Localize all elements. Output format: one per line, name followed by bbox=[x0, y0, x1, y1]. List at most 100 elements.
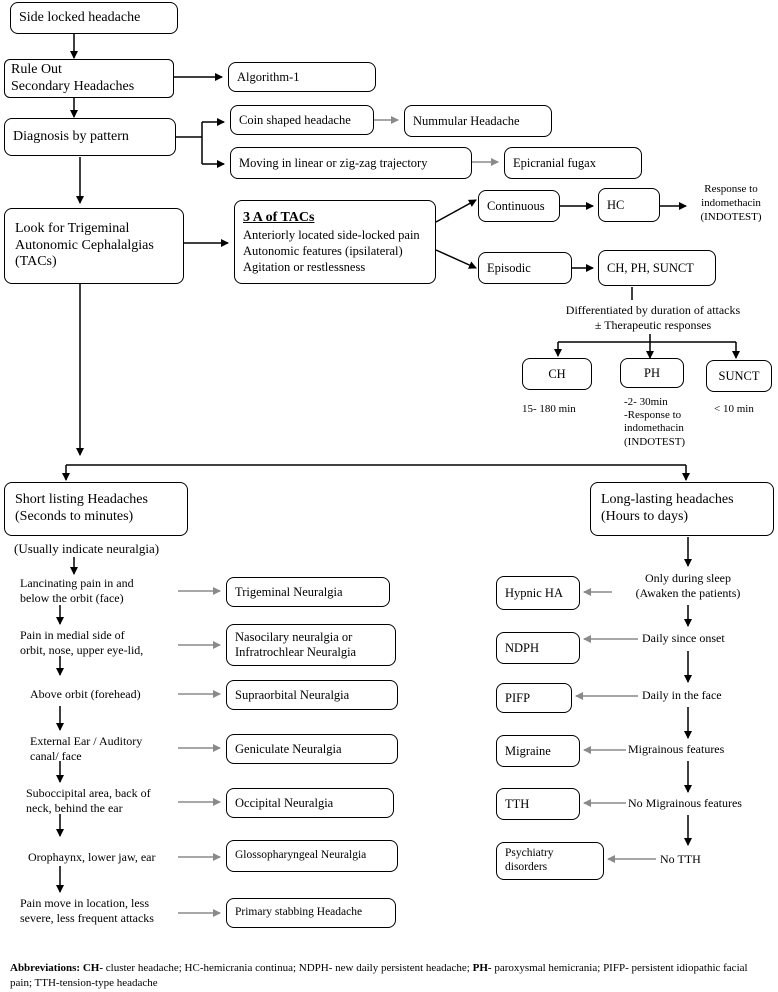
short-step-5-line-2: neck, behind the ear bbox=[26, 801, 123, 815]
episodic-label: Episodic bbox=[487, 260, 531, 275]
three-a-item-3: Agitation or restlessness bbox=[243, 260, 366, 275]
algorithm-1-label: Algorithm-1 bbox=[237, 69, 300, 84]
rule-out-line-1: Rule Out bbox=[11, 61, 62, 77]
glossopharyngeal-neuralgia-label: Glossopharyngeal Neuralgia bbox=[235, 849, 367, 862]
ch-box: CH bbox=[522, 358, 592, 390]
look-for-tacs-line-1: Look for Trigeminal bbox=[15, 220, 130, 236]
three-a-item-1: Anteriorly located side-locked pain bbox=[243, 227, 420, 242]
pifp-box: PIFP bbox=[496, 683, 572, 713]
sunct-label: SUNCT bbox=[718, 368, 760, 383]
occipital-neuralgia-box: Occipital Neuralgia bbox=[226, 788, 394, 818]
look-for-tacs-line-3: (TACs) bbox=[15, 254, 57, 270]
differentiated-text: Differentiated by duration of attacks ± … bbox=[548, 303, 758, 333]
look-for-tacs-box: Look for Trigeminal Autonomic Cephalalgi… bbox=[4, 208, 184, 284]
hc-response-line-2: indomethacin bbox=[701, 196, 761, 209]
pifp-label: PIFP bbox=[505, 690, 531, 705]
ph-box: PH bbox=[620, 358, 684, 388]
nasocilary-neuralgia-box: Nasocilary neuralgia or Infratrochlear N… bbox=[226, 624, 396, 666]
short-step-4-line-1: External Ear / Auditory bbox=[30, 734, 143, 748]
epicranial-fugax-label: Epicranial fugax bbox=[513, 155, 596, 170]
migraine-box: Migraine bbox=[496, 735, 580, 767]
short-step-6-line-1: Orophaynx, lower jaw, ear bbox=[28, 850, 156, 864]
short-listing-line-1: Short listing Headaches bbox=[15, 492, 148, 508]
sunct-duration: < 10 min bbox=[714, 403, 754, 415]
short-listing-box: Short listing Headaches (Seconds to minu… bbox=[4, 482, 188, 536]
three-a-of-tacs-box: 3 A of TACs Anteriorly located side-lock… bbox=[234, 200, 436, 284]
short-step-2-line-2: orbit, nose, upper eye-lid, bbox=[20, 643, 144, 657]
trigeminal-neuralgia-label: Trigeminal Neuralgia bbox=[235, 584, 343, 599]
short-step-1: Lancinating pain in and below the orbit … bbox=[20, 576, 134, 606]
glossopharyngeal-neuralgia-box: Glossopharyngeal Neuralgia bbox=[226, 840, 398, 872]
hc-label: HC bbox=[607, 197, 625, 212]
episodic-box: Episodic bbox=[478, 252, 572, 284]
differentiated-line-1: Differentiated by duration of attacks bbox=[565, 303, 741, 317]
algorithm-1-box: Algorithm-1 bbox=[228, 62, 376, 92]
neuralgia-note: (Usually indicate neuralgia) bbox=[14, 541, 160, 556]
short-step-4-line-2: canal/ face bbox=[30, 749, 82, 763]
hc-box: HC bbox=[598, 188, 660, 222]
hc-response-line-3: (INDOTEST) bbox=[700, 210, 762, 223]
nasocilary-line-2: Infratrochlear Neuralgia bbox=[235, 645, 357, 659]
psychiatry-line-2: disorders bbox=[505, 861, 548, 873]
psychiatry-disorders-box: Psychiatry disorders bbox=[496, 842, 604, 880]
three-a-title: 3 A of TACs bbox=[243, 209, 315, 225]
abbr-part-3-text: PIFP- persistent idiopathic facial pain;… bbox=[10, 962, 748, 989]
short-step-7-line-2: severe, less frequent attacks bbox=[20, 911, 154, 925]
short-step-2: Pain in medial side of orbit, nose, uppe… bbox=[20, 628, 143, 658]
side-locked-headache-label: Side locked headache bbox=[19, 9, 141, 25]
differentiated-line-2: ± Therapeutic responses bbox=[594, 318, 712, 332]
primary-stabbing-box: Primary stabbing Headache bbox=[226, 898, 396, 928]
side-locked-headache-box: Side locked headache bbox=[10, 2, 178, 34]
tth-box: TTH bbox=[496, 788, 580, 820]
long-lasting-line-2: (Hours to days) bbox=[601, 509, 689, 524]
short-step-1-line-2: below the orbit (face) bbox=[20, 591, 124, 605]
short-listing-line-2: (Seconds to minutes) bbox=[15, 509, 134, 524]
coin-shaped-label: Coin shaped headache bbox=[239, 112, 351, 127]
ph-duration-line-4: (INDOTEST) bbox=[624, 435, 686, 448]
psychiatry-line-1: Psychiatry bbox=[505, 847, 554, 860]
abbr-part-1-text: cluster headache; HC-hemicrania continua… bbox=[103, 962, 473, 974]
long-step-2: Daily since onset bbox=[642, 631, 725, 645]
short-step-2-line-1: Pain in medial side of bbox=[20, 628, 125, 642]
short-step-3: Above orbit (forehead) bbox=[30, 687, 141, 702]
migraine-label: Migraine bbox=[505, 743, 551, 758]
long-step-1-line-2: (Awaken the patients) bbox=[635, 586, 741, 600]
geniculate-neuralgia-label: Geniculate Neuralgia bbox=[235, 741, 342, 756]
ch-label: CH bbox=[548, 366, 566, 381]
hypnic-ha-label: Hypnic HA bbox=[505, 585, 563, 600]
nummular-headache-box: Nummular Headache bbox=[404, 105, 552, 137]
ph-duration-line-1: -2- 30min bbox=[624, 396, 668, 408]
primary-stabbing-label: Primary stabbing Headache bbox=[235, 906, 363, 919]
ph-duration-line-3: indomethacin bbox=[624, 422, 684, 435]
short-step-5: Suboccipital area, back of neck, behind … bbox=[26, 786, 151, 816]
long-step-3: Daily in the face bbox=[642, 688, 722, 702]
short-step-4: External Ear / Auditory canal/ face bbox=[30, 734, 142, 764]
long-lasting-line-1: Long-lasting headaches bbox=[601, 492, 734, 508]
long-step-6: No TTH bbox=[660, 852, 701, 866]
trigeminal-neuralgia-box: Trigeminal Neuralgia bbox=[226, 577, 390, 607]
ch-duration: 15- 180 min bbox=[522, 403, 576, 415]
continuous-box: Continuous bbox=[478, 190, 560, 222]
epicranial-fugax-box: Epicranial fugax bbox=[504, 147, 642, 179]
geniculate-neuralgia-box: Geniculate Neuralgia bbox=[226, 734, 398, 764]
supraorbital-neuralgia-box: Supraorbital Neuralgia bbox=[226, 680, 398, 710]
abbr-part-2-text: paroxysmal hemicrania; bbox=[491, 962, 601, 974]
long-step-1: Only during sleep (Awaken the patients) bbox=[610, 571, 766, 601]
short-step-7: Pain move in location, less severe, less… bbox=[20, 896, 154, 926]
three-a-item-2: Autonomic features (ipsilateral) bbox=[243, 243, 403, 258]
abbreviations-label: Abbreviations: bbox=[10, 962, 81, 974]
coin-shaped-box: Coin shaped headache bbox=[230, 105, 374, 135]
short-step-1-line-1: Lancinating pain in and bbox=[20, 576, 134, 590]
ndph-label: NDPH bbox=[505, 640, 540, 655]
ch-ph-sunct-box: CH, PH, SUNCT bbox=[598, 250, 716, 286]
abbr-part-1-bold: CH- bbox=[82, 962, 104, 974]
short-step-7-line-1: Pain move in location, less bbox=[20, 896, 149, 910]
short-step-6: Orophaynx, lower jaw, ear bbox=[28, 850, 156, 865]
abbr-part-2-bold: PH- bbox=[472, 962, 492, 974]
short-step-3-line-1: Above orbit (forehead) bbox=[30, 687, 141, 701]
diagnosis-by-pattern-label: Diagnosis by pattern bbox=[13, 128, 129, 144]
nasocilary-line-1: Nasocilary neuralgia or bbox=[235, 630, 353, 644]
rule-out-box: Rule Out Secondary Headaches bbox=[4, 59, 174, 98]
hc-response-text: Response to indomethacin (INDOTEST) bbox=[688, 183, 774, 224]
